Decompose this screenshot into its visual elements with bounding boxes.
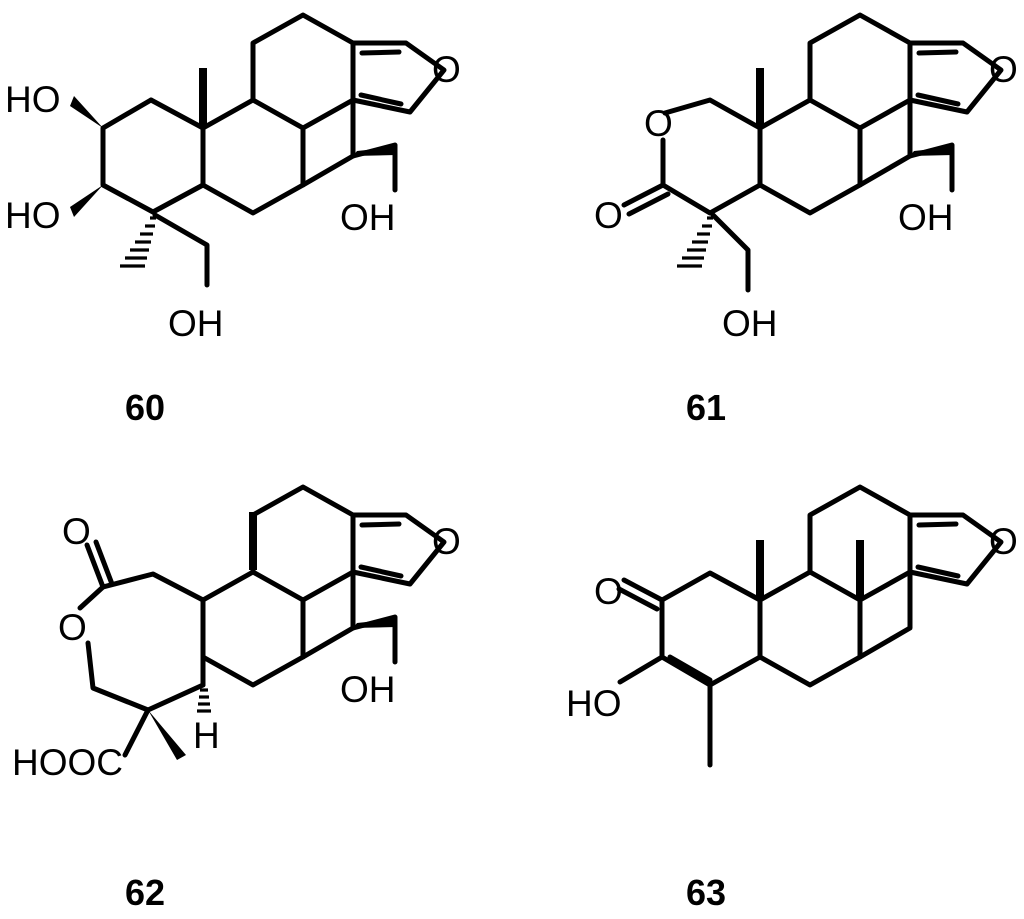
compound-60-oh-20: OH: [340, 197, 396, 238]
compound-62-oh-20: OH: [340, 669, 396, 710]
compound-61-oh-19: OH: [722, 303, 778, 344]
compound-62-furan-o: O: [432, 521, 461, 562]
compound-63-keto-o: O: [594, 571, 623, 612]
compound-62-structure: O O HOOC H OH O: [12, 484, 461, 783]
compound-62-h: H: [193, 715, 220, 756]
compound-63-label: 63: [686, 872, 726, 913]
compound-62-ring-o: O: [58, 607, 87, 648]
compound-61-furan-o: O: [989, 49, 1018, 90]
compound-63-structure: O HO O: [566, 484, 1018, 768]
compound-63-ho-3: HO: [566, 683, 622, 724]
compound-61-label: 61: [686, 387, 726, 428]
compound-62-label: 62: [125, 872, 165, 913]
compound-63-furan-o: O: [989, 521, 1018, 562]
compound-60-ho-2: HO: [5, 79, 61, 120]
compound-60-oh-19: OH: [168, 303, 224, 344]
compound-60-furan-o: O: [432, 49, 461, 90]
compound-62-carbonyl-o: O: [62, 511, 91, 552]
compound-60-label: 60: [125, 387, 165, 428]
compound-62-cooh: HOOC: [12, 742, 123, 783]
compound-60-structure: HO HO OH OH O: [5, 12, 461, 344]
compound-61-carbonyl-o: O: [594, 195, 623, 236]
compound-60-ho-3: HO: [5, 195, 61, 236]
compound-61-oh-20: OH: [898, 197, 954, 238]
compound-61-structure: O O OH OH O: [594, 12, 1018, 344]
compound-61-ring-o: O: [644, 103, 673, 144]
